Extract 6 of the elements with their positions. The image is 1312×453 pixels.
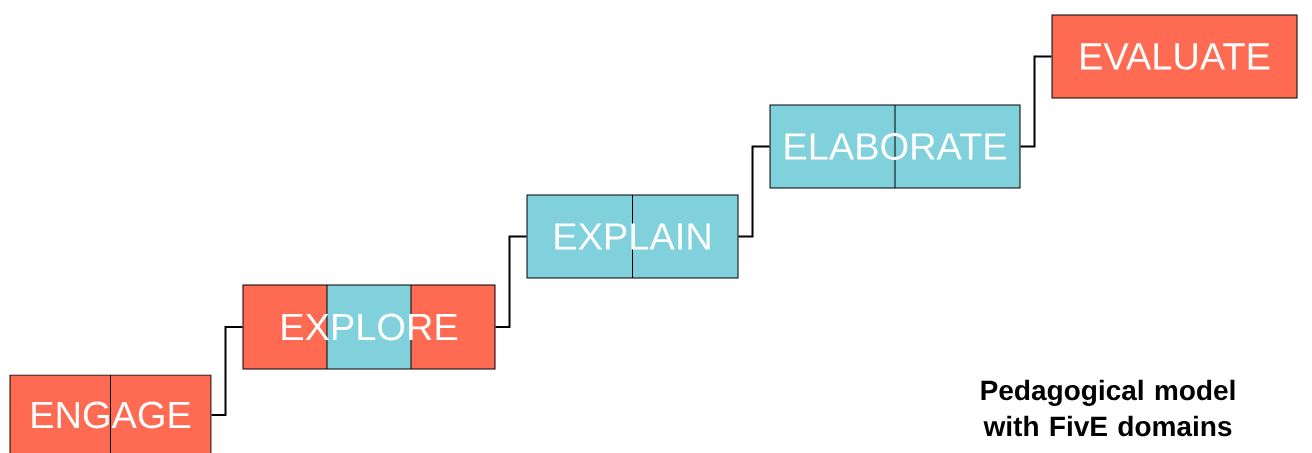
connector-line (737, 145, 771, 238)
stage-box: EVALUATE (1051, 14, 1298, 99)
connector-line (210, 326, 244, 416)
connector-line (494, 235, 528, 328)
caption: Pedagogical model with FivE domains (981, 379, 1235, 437)
connector-line (1019, 55, 1053, 148)
